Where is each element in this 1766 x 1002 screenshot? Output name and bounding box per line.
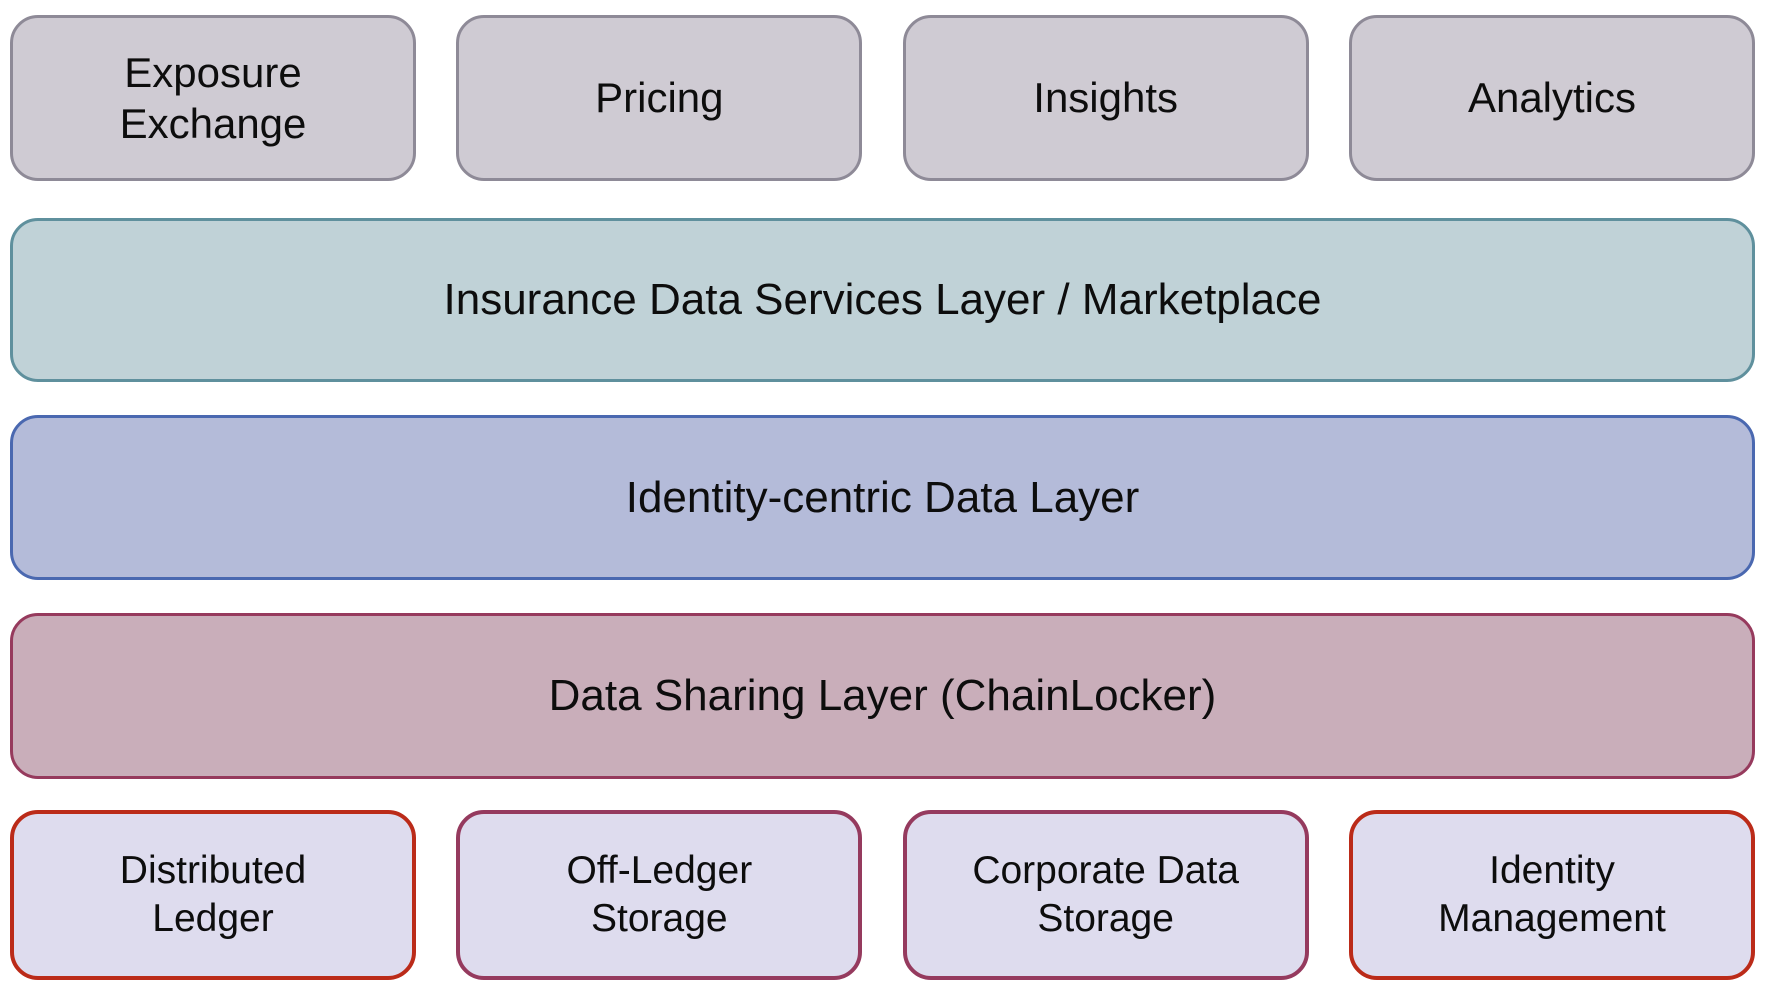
layer-insurance-data-services-label: Insurance Data Services Layer / Marketpl…	[443, 275, 1322, 324]
box-pricing-label: Pricing	[595, 74, 724, 122]
box-corporate-data-storage-label: Corporate Data Storage	[972, 849, 1239, 940]
box-off-ledger-storage: Off-Ledger Storage	[456, 810, 863, 980]
box-identity-management-label: Identity Management	[1438, 849, 1666, 940]
box-exposure-exchange: Exposure Exchange	[10, 15, 416, 181]
layer-identity-centric-data: Identity-centric Data Layer	[10, 415, 1755, 580]
layer-data-sharing-chainlocker: Data Sharing Layer (ChainLocker)	[10, 613, 1755, 779]
layer-insurance-data-services: Insurance Data Services Layer / Marketpl…	[10, 218, 1755, 382]
box-insights: Insights	[902, 15, 1309, 181]
box-insights-label: Insights	[1033, 74, 1179, 122]
layer-identity-centric-data-label: Identity-centric Data Layer	[625, 472, 1140, 522]
box-identity-management: Identity Management	[1348, 810, 1755, 980]
box-analytics: Analytics	[1348, 15, 1755, 181]
box-distributed-ledger: Distributed Ledger	[10, 810, 416, 980]
box-distributed-ledger-label: Distributed Ledger	[119, 849, 307, 940]
box-analytics-label: Analytics	[1467, 74, 1637, 122]
box-corporate-data-storage: Corporate Data Storage	[902, 810, 1309, 980]
box-exposure-exchange-label: Exposure Exchange	[119, 48, 307, 147]
layer-data-sharing-chainlocker-label: Data Sharing Layer (ChainLocker)	[548, 671, 1217, 720]
box-pricing: Pricing	[456, 15, 863, 181]
infrastructure-row: Distributed Ledger Off-Ledger Storage Co…	[10, 810, 1755, 980]
box-off-ledger-storage-label: Off-Ledger Storage	[566, 849, 753, 940]
application-services-row: Exposure Exchange Pricing Insights Analy…	[10, 15, 1755, 181]
